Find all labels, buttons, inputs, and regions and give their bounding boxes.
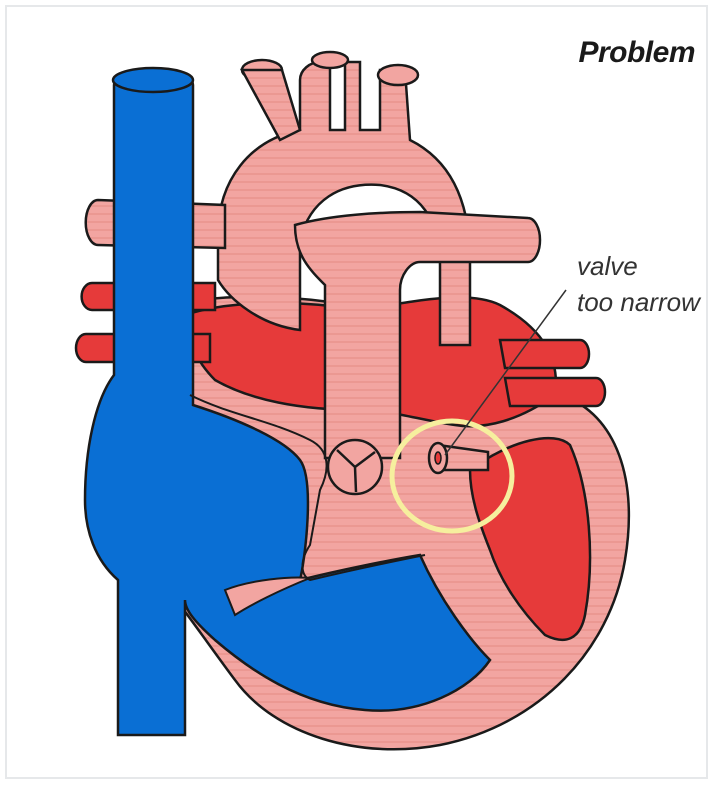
figure-title: Problem xyxy=(578,36,695,70)
annotation-line-2: too narrow xyxy=(577,284,700,320)
narrow-aortic-valve-lumen xyxy=(435,452,441,464)
aorta-branch-3 xyxy=(378,65,418,85)
valve-annotation: valve too narrow xyxy=(577,248,700,320)
aorta-branch-1-tube xyxy=(242,70,300,140)
pulmonary-vein-upper-right xyxy=(500,340,589,368)
annotation-line-1: valve xyxy=(577,248,700,284)
vena-cava-top xyxy=(113,68,193,92)
aorta-branch-2 xyxy=(312,52,348,68)
pulmonary-vein-lower-right xyxy=(505,378,605,406)
